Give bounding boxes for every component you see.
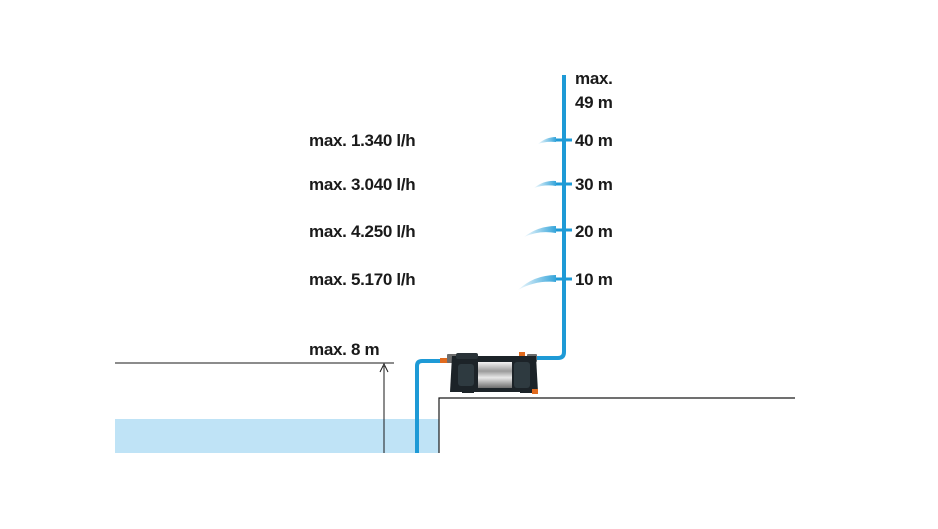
pump-unit (440, 352, 538, 394)
spray-10m (518, 275, 556, 290)
flow-label-20m: max. 4.250 l/h (309, 222, 415, 241)
height-label-30m: 30 m (575, 175, 613, 194)
water-body (115, 419, 439, 453)
height-label-20m: 20 m (575, 222, 613, 241)
pressure-pipe (537, 75, 566, 360)
flow-label-30m: max. 3.040 l/h (309, 175, 415, 194)
max-head-label-line1: max. (575, 69, 613, 88)
ground-ledge-line (438, 397, 795, 453)
max-head-label-line2: 49 m (575, 93, 613, 112)
suction-height-label: max. 8 m (309, 340, 380, 359)
spray-30m (534, 180, 556, 188)
height-label-40m: 40 m (575, 131, 613, 150)
flow-label-10m: max. 5.170 l/h (309, 270, 415, 289)
flow-label-40m: max. 1.340 l/h (309, 131, 415, 150)
height-label-10m: 10 m (575, 270, 613, 289)
spray-40m (538, 137, 556, 144)
spray-20m (524, 226, 556, 237)
suction-pipe (415, 359, 446, 453)
suction-height-arrowhead (379, 362, 389, 373)
